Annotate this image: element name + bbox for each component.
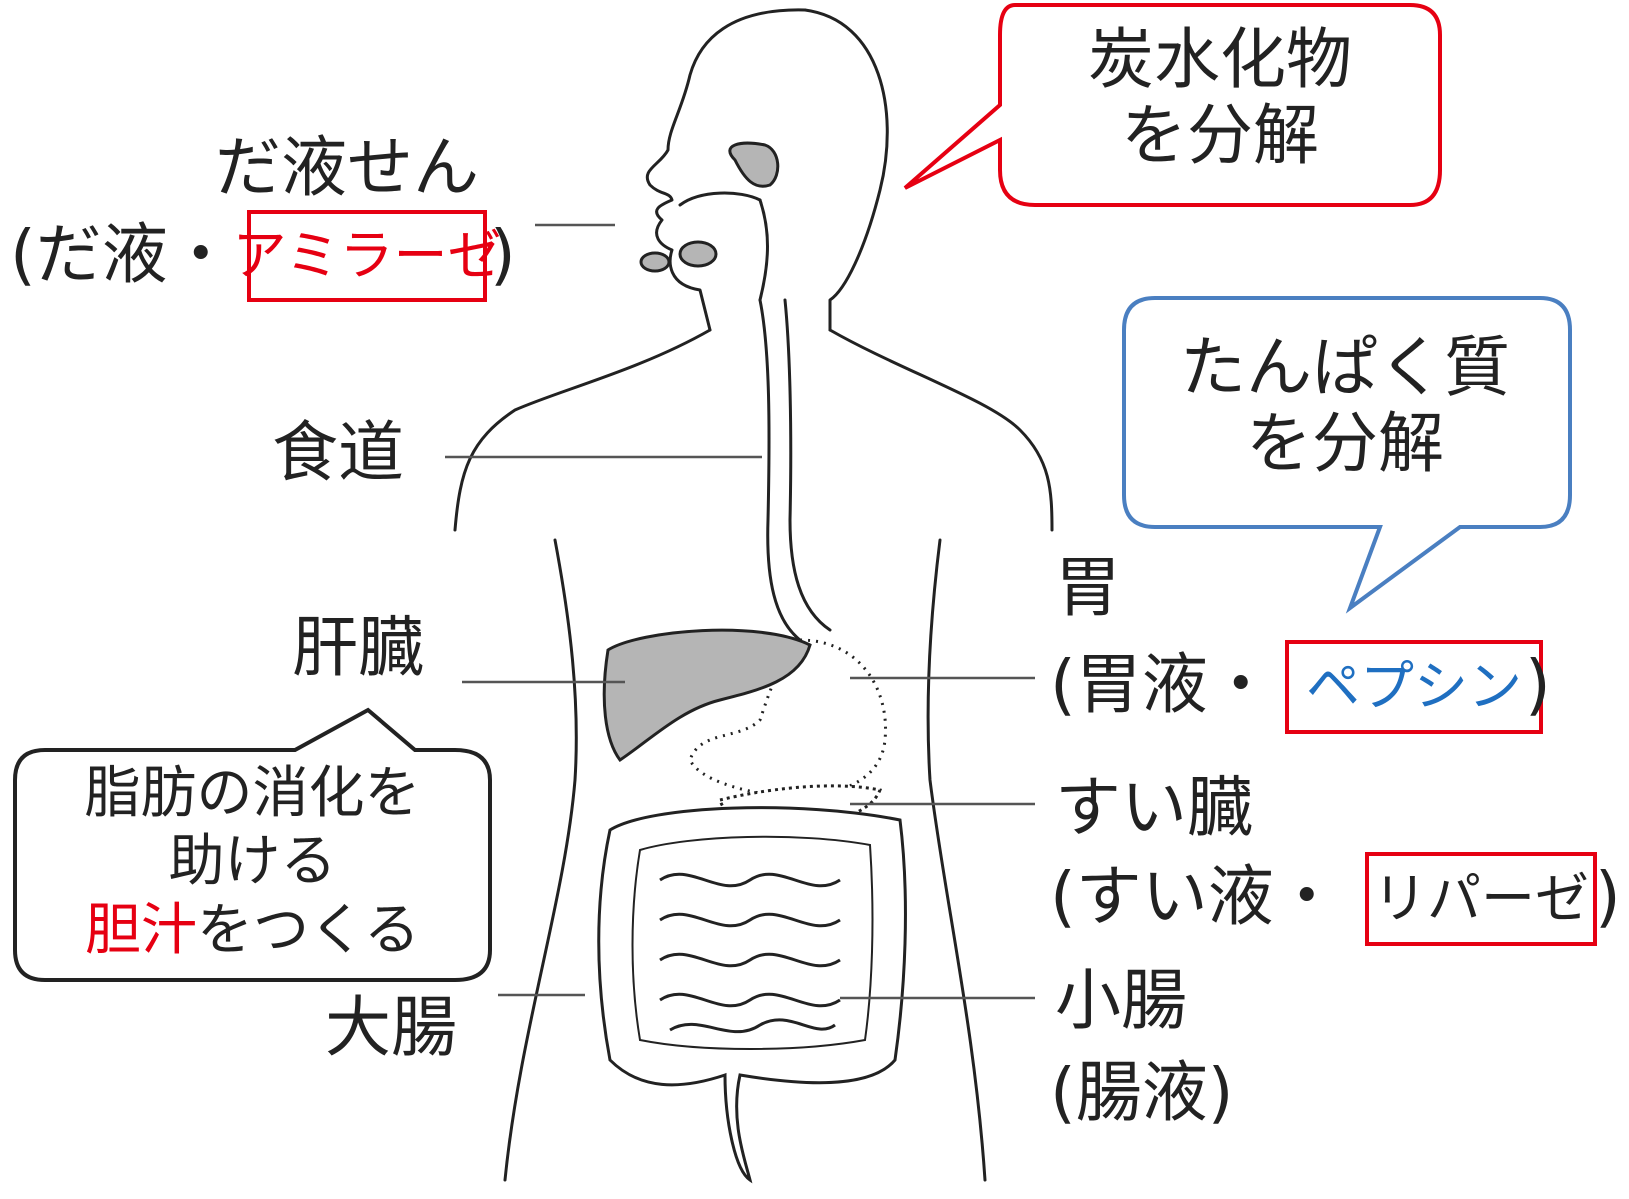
right-torso bbox=[926, 538, 987, 1182]
pancreatic-prefix-label: (すい液・ bbox=[1050, 858, 1340, 935]
head-outline bbox=[803, 8, 889, 332]
fat-bubble bbox=[13, 707, 492, 982]
carbs-line2: を分解 bbox=[1121, 96, 1319, 174]
left-torso bbox=[503, 538, 578, 1182]
liver-organ bbox=[602, 628, 812, 763]
sublingual-gland bbox=[639, 251, 671, 273]
large-intestine-inner bbox=[631, 835, 874, 1050]
right-shoulder bbox=[828, 328, 1054, 532]
intestinal-juice-label: (腸液) bbox=[1050, 1054, 1234, 1131]
pancreas-label: すい臓 bbox=[1055, 769, 1253, 846]
esophagus-label: 食道 bbox=[272, 414, 404, 491]
fat-line3-rest: をつくる bbox=[197, 897, 420, 963]
carbs-callout-text: 炭水化物 を分解 bbox=[1060, 22, 1380, 174]
protein-line2: を分解 bbox=[1246, 404, 1444, 482]
salivary-gland-label: だ液せん bbox=[215, 129, 479, 206]
stomach-label: 胃 bbox=[1055, 549, 1121, 626]
fat-line2: 助ける bbox=[168, 829, 337, 895]
left-shoulder bbox=[453, 328, 712, 532]
nasal-passage bbox=[678, 191, 762, 207]
liver-label: 肝臓 bbox=[292, 609, 424, 686]
large-intestine-organ bbox=[597, 806, 907, 1184]
protein-bubble bbox=[1122, 296, 1572, 614]
esophagus-tube bbox=[758, 298, 802, 642]
parotid-gland bbox=[728, 141, 780, 188]
saliva-suffix-label: ) bbox=[490, 216, 516, 293]
fat-line3: 胆汁をつくる bbox=[30, 897, 475, 965]
carbs-line1: 炭水化物 bbox=[1088, 21, 1352, 98]
carbs-bubble bbox=[903, 2, 1442, 207]
small-intestine-coils bbox=[659, 872, 841, 1034]
small-intestine-label: 小腸 bbox=[1055, 962, 1187, 1039]
fat-callout-text: 脂肪の消化を 助ける 胆汁をつくる bbox=[30, 760, 475, 965]
protein-callout-text: たんぱく質 を分解 bbox=[1145, 330, 1545, 482]
bile-text: 胆汁 bbox=[85, 897, 198, 963]
lipase-enzyme-box: リパーゼ bbox=[1365, 852, 1597, 946]
fat-line1: 脂肪の消化を bbox=[84, 761, 421, 826]
pepsin-enzyme-box: ペプシン bbox=[1285, 640, 1543, 734]
protein-line1: たんぱく質 bbox=[1180, 329, 1510, 406]
gastric-suffix-label: ) bbox=[1525, 646, 1551, 723]
face-outline bbox=[645, 8, 807, 332]
esophagus-tube-2 bbox=[783, 298, 832, 632]
throat bbox=[758, 198, 769, 302]
gastric-prefix-label: (胃液・ bbox=[1050, 646, 1274, 723]
submandibular-gland bbox=[678, 240, 718, 268]
pancreatic-suffix-label: ) bbox=[1595, 858, 1621, 935]
amylase-enzyme-box: アミラーゼ bbox=[233, 210, 501, 302]
stomach-organ bbox=[688, 638, 888, 798]
large-intestine-label: 大腸 bbox=[325, 989, 457, 1066]
saliva-prefix-label: (だ液・ bbox=[10, 216, 234, 293]
